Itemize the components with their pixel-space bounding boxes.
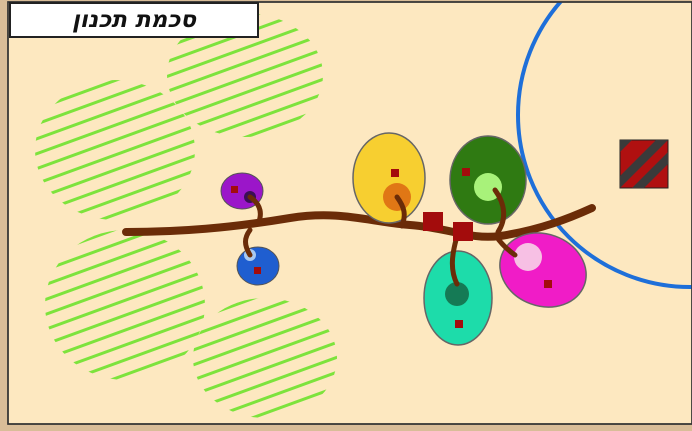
marker-square-icon (254, 267, 261, 274)
marker-square-icon (462, 168, 470, 176)
branch-purple (247, 194, 263, 227)
legend-square-icon (619, 139, 669, 189)
hatched-area-icon (167, 13, 323, 137)
branch-magenta (493, 233, 518, 258)
path-icon (122, 204, 596, 241)
branch-teal (449, 237, 460, 287)
marker-square-icon (544, 280, 552, 288)
node-teal-core (445, 282, 469, 306)
diagram-title: סכמת תכנון (9, 2, 259, 38)
node-magenta-core (514, 243, 542, 271)
marker-square-icon (453, 222, 473, 241)
hatched-area-icon (193, 298, 337, 418)
branch-yellow (394, 194, 407, 229)
marker-square-icon (391, 169, 399, 177)
branch-blue (243, 227, 253, 258)
node-blue (236, 246, 280, 286)
boundary-circle-icon (516, 2, 692, 289)
hatched-area-icon (35, 80, 195, 220)
marker-square-icon (231, 186, 238, 193)
marker-square-icon (423, 212, 443, 231)
hatched-area-icon (45, 230, 205, 380)
marker-square-icon (455, 320, 463, 328)
node-yellow (352, 132, 426, 224)
branch-green (492, 187, 507, 235)
